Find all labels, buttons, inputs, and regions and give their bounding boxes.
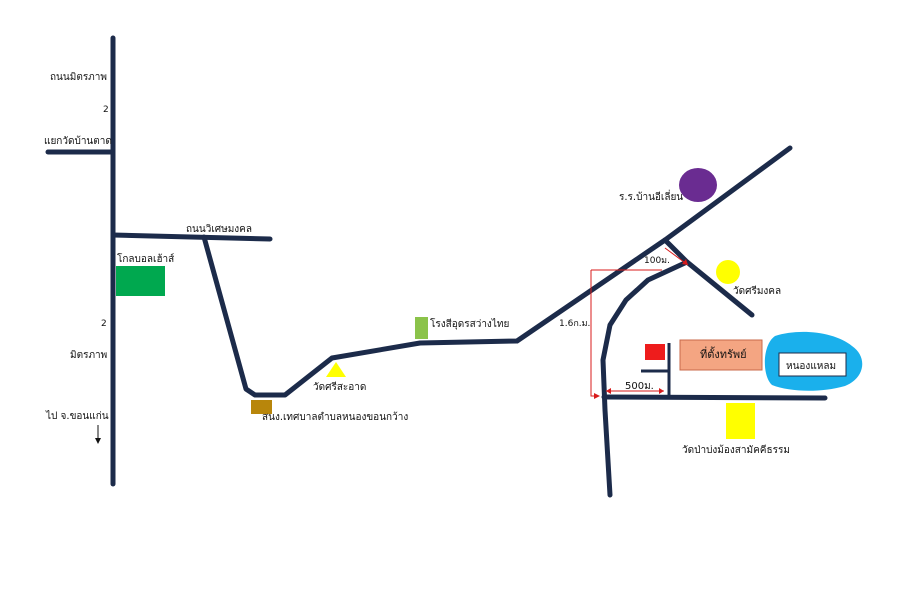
label-ban-i-lian: ร.ร.บ้านอีเลี่ยน bbox=[619, 189, 683, 203]
school-udon-marker bbox=[415, 317, 428, 339]
property-label-box bbox=[679, 339, 763, 371]
dimension-100m-arrow bbox=[682, 259, 688, 265]
label-wat-si-sa-at: วัดศรีสะอาด bbox=[313, 381, 366, 393]
label-property-location: ที่ตั้งทรัพย์ bbox=[700, 346, 747, 361]
label-road-mittraphap-bottom: มิตรภาพ bbox=[70, 350, 107, 361]
nong-laem-label-box bbox=[778, 352, 847, 377]
label-highway-number-top: 2 bbox=[103, 105, 109, 115]
road-wiset-mongkhon bbox=[110, 232, 273, 242]
dimension-1-6km-arrow bbox=[594, 393, 600, 399]
road-south-branch bbox=[600, 259, 690, 498]
label-wat-si-mongkhon: วัดศรีมงคล bbox=[733, 285, 781, 297]
label-wat-pa: วัดป่าบ่งม้องสามัคคีธรรม bbox=[682, 444, 790, 456]
label-to-khon-kaen: ไป จ.ขอนแก่น bbox=[45, 410, 109, 422]
label-road-wiset-mongkhon: ถนนวิเศษมงคล bbox=[186, 224, 252, 235]
property-marker bbox=[645, 344, 665, 360]
road-wat-si-mongkhon bbox=[662, 237, 755, 318]
label-nong-laem: หนองแหลม bbox=[786, 361, 836, 372]
golf-bol-marker bbox=[116, 266, 165, 296]
wat-si-sa-at-marker bbox=[326, 362, 346, 377]
wat-pa-marker bbox=[726, 403, 755, 439]
label-municipal-office: สนง.เทศบาลตำบลหนองขอนกว้าง bbox=[262, 411, 408, 423]
road-to-property bbox=[201, 145, 793, 398]
label-golf-bol: โกลบอลเฮ้าส์ bbox=[117, 252, 174, 265]
label-highway-number-bottom: 2 bbox=[101, 319, 107, 329]
wat-si-mongkhon-marker bbox=[716, 260, 740, 284]
road-property-access bbox=[601, 394, 828, 401]
label-distance-500m: 500ม. bbox=[625, 381, 654, 392]
label-junction-wat-ban-tad: แยกวัดบ้านตาด bbox=[44, 135, 112, 147]
municipal-office-marker bbox=[251, 400, 272, 414]
label-distance-1-6km: 1.6ก.ม. bbox=[559, 319, 590, 329]
ban-i-lian-marker bbox=[679, 168, 717, 202]
dimension-500m-arrow-left bbox=[606, 388, 611, 394]
dimension-500m-arrow-right bbox=[659, 388, 664, 394]
to-khon-kaen-arrow-icon bbox=[95, 438, 101, 444]
label-school-udon: โรงสีอุดรสว่างไทย bbox=[430, 317, 509, 330]
label-distance-100m: 100ม. bbox=[644, 256, 670, 266]
label-road-mittraphap-top: ถนนมิตรภาพ bbox=[50, 72, 107, 83]
